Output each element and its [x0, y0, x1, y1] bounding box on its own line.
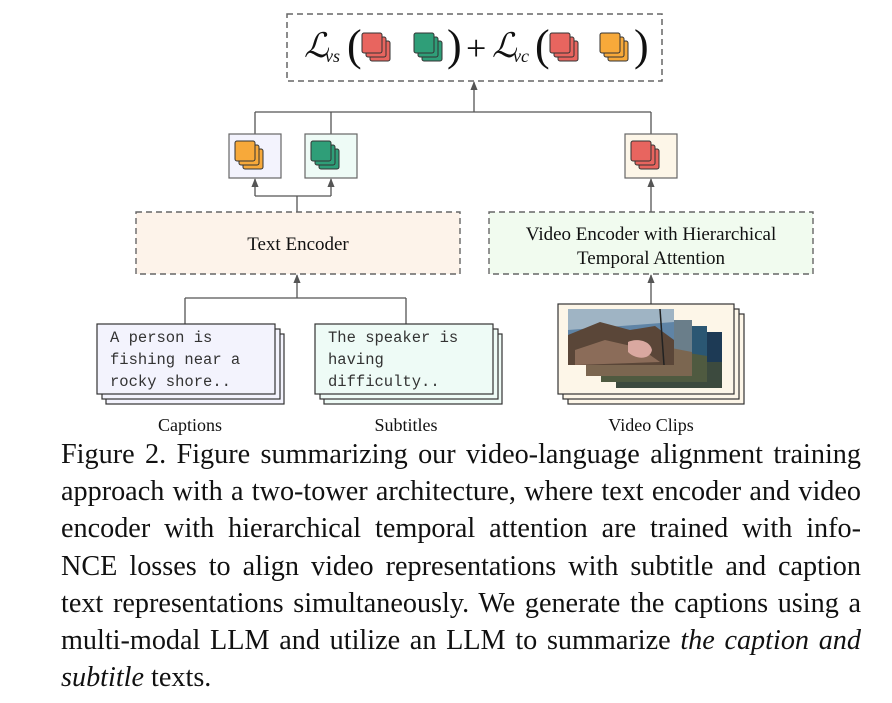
- plus-sign: +: [466, 28, 486, 68]
- caption-doc-line: fishing near a: [110, 351, 240, 369]
- captions-label: Captions: [158, 415, 222, 435]
- caption-main-text: Figure 2. Figure summarizing our video-l…: [61, 439, 861, 657]
- paren-open-2: (: [535, 21, 550, 70]
- subtitles-label: Subtitles: [374, 415, 437, 435]
- caption-tail-text: texts.: [151, 662, 212, 694]
- loss-vs-symbol: ℒ: [304, 28, 330, 65]
- figure-diagram: ℒ vs ( ) + ℒ vc ( ): [96, 13, 814, 435]
- subtitle-document-stack: The speaker is having difficulty..: [314, 323, 503, 405]
- video-clips-stack: [557, 303, 745, 405]
- video-encoder-label-line1: Video Encoder with Hierarchical: [526, 224, 777, 245]
- subtitle-doc-line: having: [328, 351, 384, 369]
- input-arrows: [184, 274, 655, 325]
- video-encoder-label-line2: Temporal Attention: [577, 248, 726, 269]
- paren-close-1: ): [447, 21, 462, 70]
- loss-box: ℒ vs ( ) + ℒ vc ( ): [286, 13, 663, 82]
- subtitle-embedding-box: [304, 133, 358, 179]
- encoder-output-arrows: [251, 178, 655, 212]
- paren-open-1: (: [347, 21, 362, 70]
- loss-vc-symbol: ℒ: [492, 28, 518, 65]
- subtitle-doc-line: The speaker is: [328, 329, 458, 347]
- loss-vs-subscript: vs: [325, 46, 340, 66]
- orange-stack-icon: [599, 32, 629, 62]
- caption-document-stack: A person is fishing near a rocky shore..: [96, 323, 285, 405]
- video-clips-label: Video Clips: [608, 415, 693, 435]
- green-stack-icon: [413, 32, 443, 62]
- text-encoder-label: Text Encoder: [247, 234, 349, 255]
- red-stack-icon: [549, 32, 579, 62]
- caption-embedding-box: [228, 133, 282, 179]
- caption-doc-line: A person is: [110, 329, 212, 347]
- caption-doc-line: rocky shore..: [110, 373, 231, 391]
- loss-vc-subscript: vc: [513, 46, 529, 66]
- subtitle-doc-line: difficulty..: [328, 373, 440, 391]
- red-stack-icon: [361, 32, 391, 62]
- video-encoder-box: Video Encoder with Hierarchical Temporal…: [488, 211, 814, 275]
- video-frame-thumbnails: [568, 308, 722, 388]
- video-embedding-box: [624, 133, 678, 179]
- paren-close-2: ): [634, 21, 649, 70]
- caption-italic-text: the caption and subtitle: [61, 625, 861, 694]
- figure-caption: Figure 2. Figure summarizing our video-l…: [61, 436, 861, 696]
- text-encoder-box: Text Encoder: [135, 211, 461, 275]
- connector-lines: [254, 81, 652, 134]
